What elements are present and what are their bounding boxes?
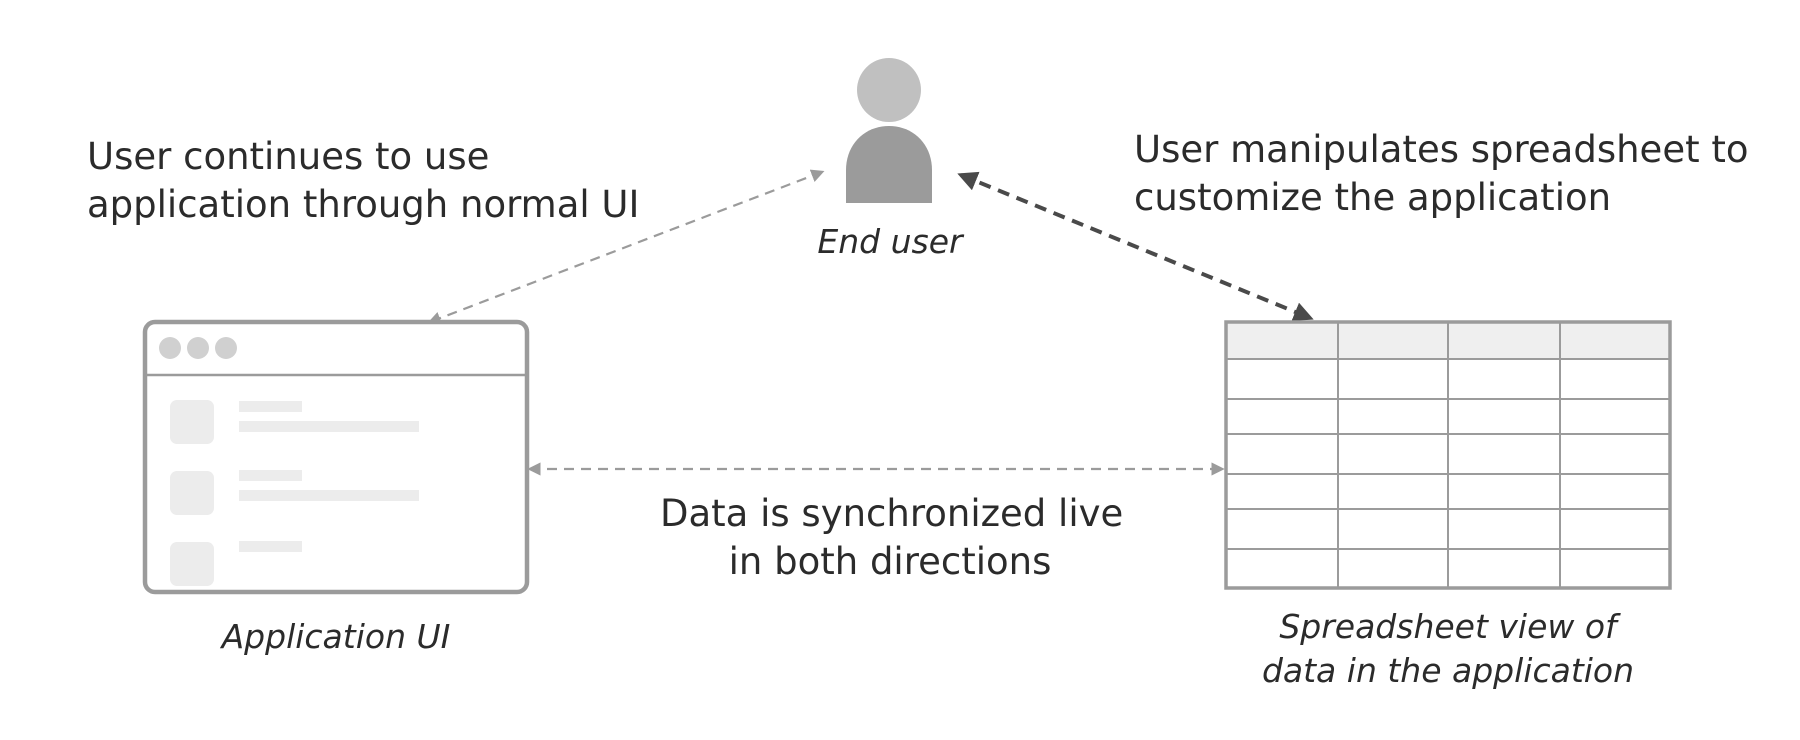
spreadsheet-grid-icon xyxy=(1224,320,1672,590)
edge-label-app-sheet-line-2: in both directions xyxy=(728,540,1052,583)
end-user-label: End user xyxy=(817,222,963,261)
edge-label-user-sheet-line-1: User manipulates spreadsheet to xyxy=(1134,128,1749,171)
edge-user-sheet-arrow xyxy=(957,171,1314,322)
application-ui-label: Application UI xyxy=(221,617,451,656)
end-user-icon xyxy=(846,58,932,203)
edge-label-user-app-line-2: application through normal UI xyxy=(87,183,640,226)
edge-label-user-sheet: User manipulates spreadsheet to customiz… xyxy=(1134,126,1749,222)
spreadsheet-label-line-1: Spreadsheet view of xyxy=(1279,607,1617,646)
edge-label-app-sheet-line-1: Data is synchronized live xyxy=(660,492,1124,535)
edge-label-user-sheet-line-2: customize the application xyxy=(1134,176,1612,219)
application-window-icon xyxy=(142,319,530,595)
spreadsheet-label-line-2: data in the application xyxy=(1261,651,1635,690)
spreadsheet-label: Spreadsheet view of data in the applicat… xyxy=(1238,605,1658,693)
edge-label-app-sheet: Data is synchronized live in both direct… xyxy=(660,490,1124,586)
edge-label-user-app: User continues to use application throug… xyxy=(87,133,639,229)
edge-user-app-arrow xyxy=(427,169,825,325)
edge-label-user-app-line-1: User continues to use xyxy=(87,135,490,178)
